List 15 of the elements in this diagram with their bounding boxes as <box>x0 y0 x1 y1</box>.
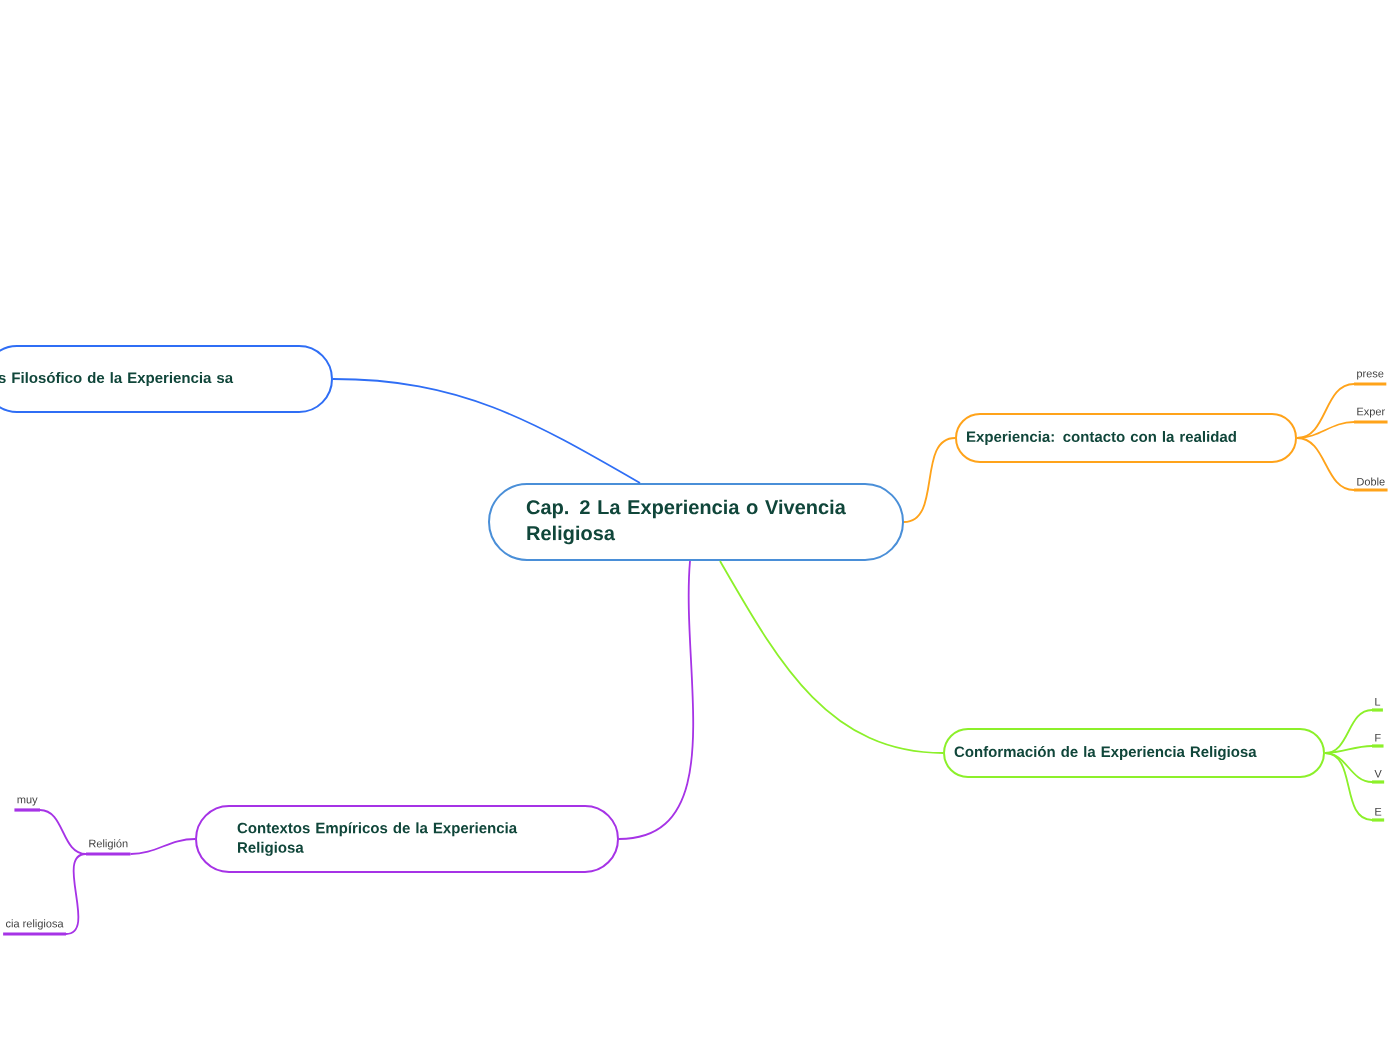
branch-line <box>1324 745 1373 754</box>
branch-line <box>903 437 956 523</box>
branch-line <box>332 378 641 484</box>
branch-line <box>719 560 944 754</box>
branch-line <box>618 560 695 840</box>
branch-line <box>39 809 87 855</box>
branch-line <box>1296 383 1355 439</box>
branch-line <box>1296 421 1355 439</box>
central-topic-box: Cap. 2 La Experiencia o Vivencia Religiosa <box>488 483 904 561</box>
branch-line <box>1324 752 1373 783</box>
branch-line <box>129 838 196 855</box>
branch-line <box>1324 752 1373 821</box>
branch-line <box>1296 437 1355 491</box>
branch-line <box>65 853 87 935</box>
branch-line <box>1324 709 1373 754</box>
